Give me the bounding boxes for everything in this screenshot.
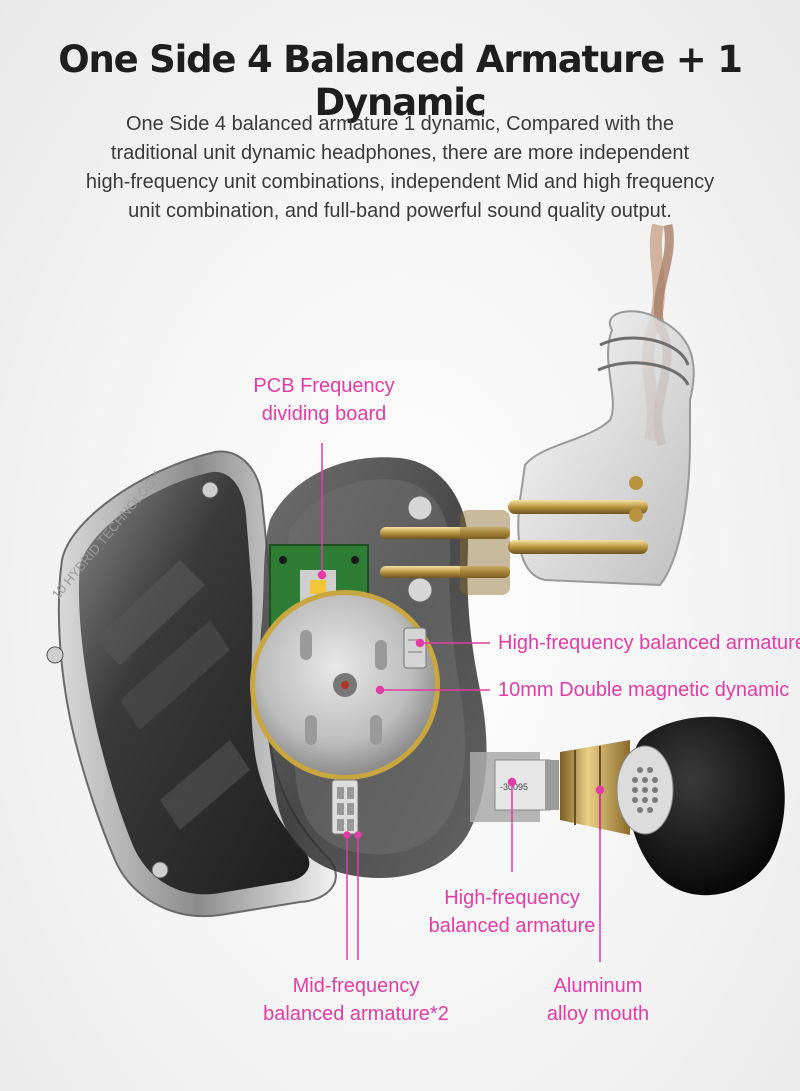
description-line: traditional unit dynamic headphones, the… [110, 142, 690, 164]
description-line: high-frequency unit combinations, indepe… [85, 171, 715, 193]
dynamic-driver [250, 590, 440, 780]
label-aluminum-line2: alloy mouth [546, 1003, 650, 1025]
cable-connector-housing [508, 310, 695, 587]
label-mid-ba-line2: balanced armature*2 [263, 1003, 449, 1025]
description-line: One Side 4 balanced armature 1 dynamic, … [125, 113, 675, 135]
description: One Side 4 balanced armature 1 dynamic, … [70, 110, 730, 226]
label-mid-frequency-ba: Mid-frequency balanced armature*2 [246, 972, 466, 1028]
label-dynamic-driver: 10mm Double magnetic dynamic [498, 679, 790, 701]
nozzle: -30095 [470, 740, 630, 835]
label-pcb: PCB Frequency dividing board [224, 372, 424, 428]
label-pcb-line2: dividing board [261, 403, 387, 425]
label-aluminum-mouth: Aluminum alloy mouth [518, 972, 678, 1028]
page-title: One Side 4 Balanced Armature + 1 Dynamic [58, 38, 743, 124]
label-high-ba-bottom-line2: balanced armature [428, 915, 596, 937]
high-frequency-ba-unit [403, 627, 427, 669]
shell-socket-pins [380, 510, 510, 595]
leader-lines [317, 443, 605, 962]
nozzle-engraving: -30095 [500, 782, 528, 792]
description-line: unit combination, and full-band powerful… [128, 200, 672, 222]
label-high-frequency-ba-right: High-frequency balanced armature [498, 632, 800, 654]
label-pcb-line1: PCB Frequency [253, 375, 395, 397]
label-mid-ba-line1: Mid-frequency [292, 975, 420, 997]
label-high-frequency-ba-bottom: High-frequency balanced armature [402, 884, 622, 940]
ear-tip [616, 716, 785, 896]
label-high-ba-bottom-line1: High-frequency [444, 887, 580, 909]
mid-frequency-ba-units [331, 779, 359, 835]
label-aluminum-line1: Aluminum [553, 975, 643, 997]
